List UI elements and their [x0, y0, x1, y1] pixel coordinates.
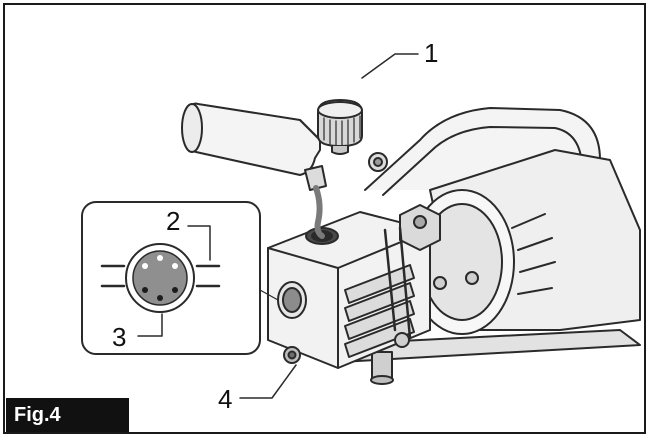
oil-sight-glass-detail: [125, 243, 195, 313]
callout-4: 4: [218, 384, 233, 414]
oil-level-marks: [100, 264, 221, 288]
cooling-fins: [344, 264, 415, 358]
oil-stream: [313, 185, 325, 239]
callout-2: 2: [166, 206, 181, 236]
callout-3: 3: [112, 322, 127, 352]
callout-1: 1: [424, 38, 439, 68]
bottle-nozzle: [304, 165, 327, 191]
figure-label: Fig.4: [6, 398, 129, 432]
oil-bottle: [183, 102, 321, 176]
